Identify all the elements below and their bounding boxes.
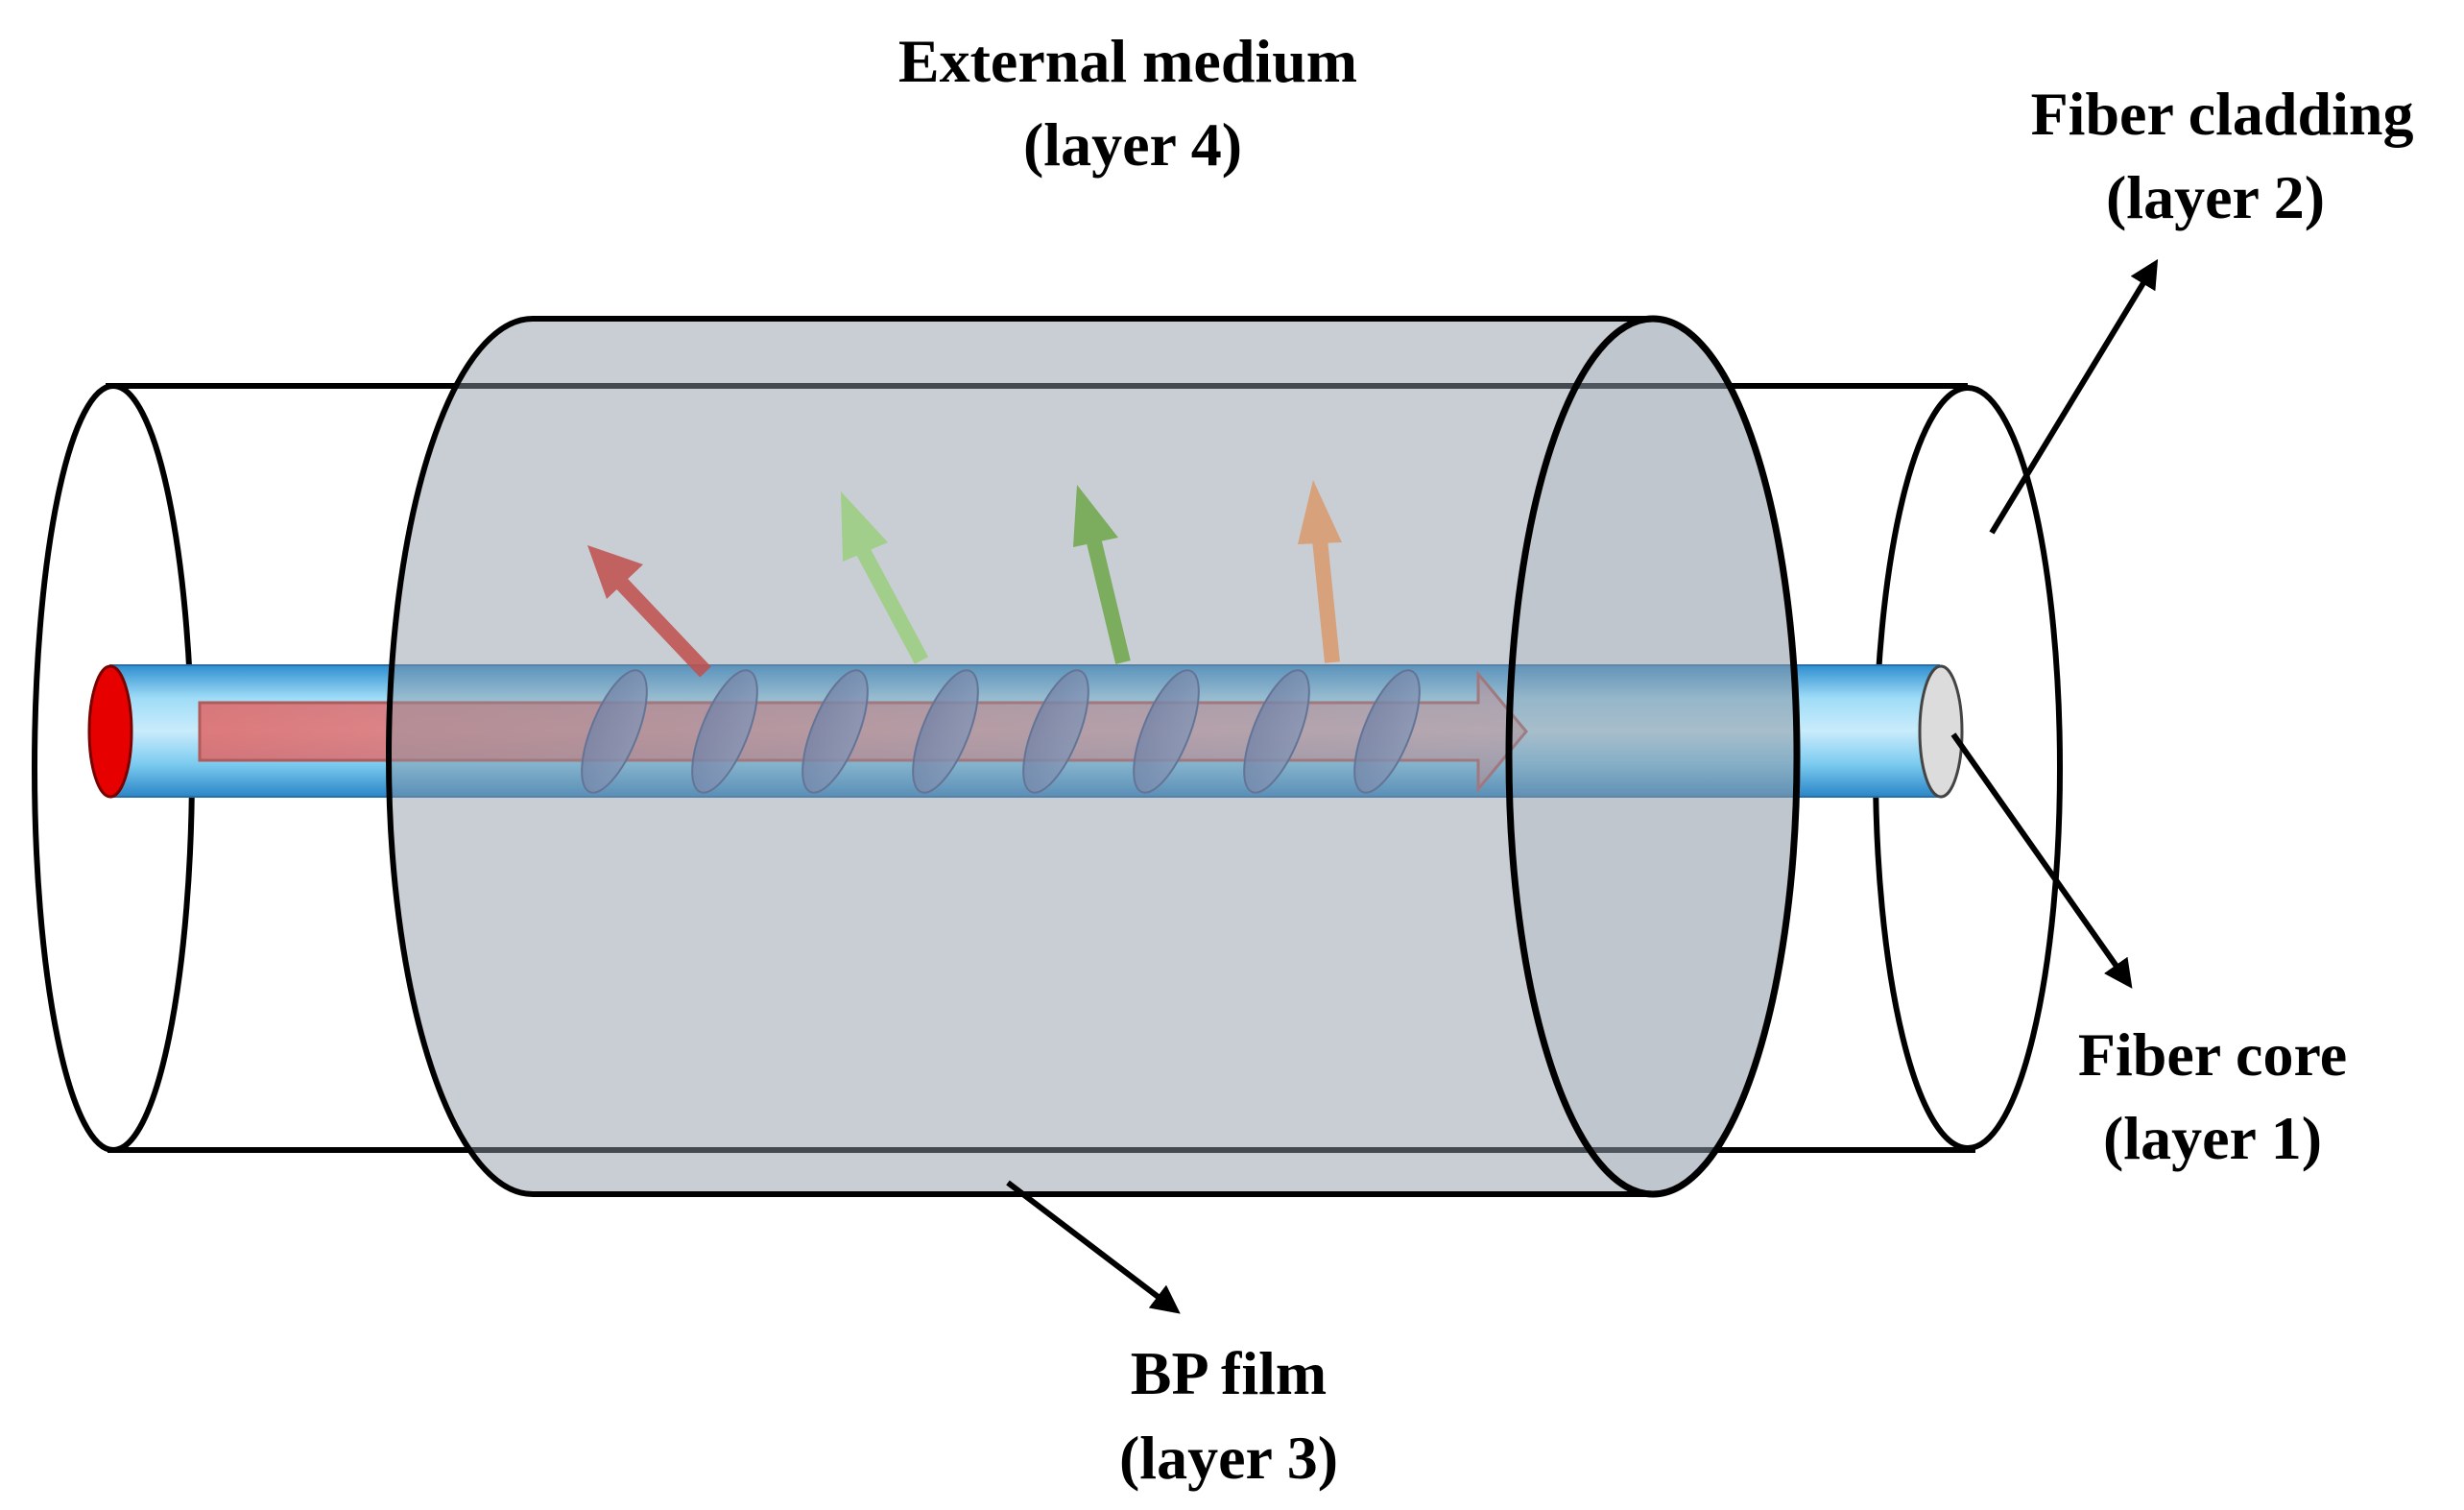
grating-ellipse	[801, 669, 869, 794]
fiber-core-layer: (layer 1)	[2103, 1104, 2322, 1172]
emitted-arrow-4	[1298, 480, 1342, 663]
grating-ellipse	[1353, 669, 1421, 794]
grating-ellipse	[1243, 669, 1310, 794]
bp-film-label: BP film	[1131, 1339, 1327, 1407]
core-right-end	[1918, 664, 1964, 799]
grating-ellipse	[1133, 669, 1200, 794]
emitted-arrow-1	[587, 545, 711, 678]
bp-film-layer: (layer 3)	[1119, 1424, 1338, 1492]
emitted-arrow-3	[1073, 485, 1131, 664]
grating-group	[581, 669, 1421, 794]
core-left-end	[87, 664, 133, 799]
emitted-arrow-2	[841, 491, 929, 664]
cladding-pointer-arrow	[1989, 258, 2159, 535]
external-medium-layer: (layer 4)	[1023, 110, 1242, 179]
fiber-cladding-label: Fiber cladding	[2031, 80, 2414, 148]
grating-ellipse	[912, 669, 979, 794]
grating-ellipse	[581, 669, 648, 794]
grating-ellipse	[1022, 669, 1089, 794]
bp-film-cylinder	[386, 315, 1801, 1198]
grating-ellipse	[691, 669, 758, 794]
bp-film-pointer-arrow	[1006, 1180, 1181, 1314]
film-body	[389, 319, 1797, 1194]
fiber-core-label: Fiber core	[2078, 1020, 2347, 1089]
fiber-cladding-layer: (layer 2)	[2106, 163, 2325, 231]
external-medium-label: External medium	[898, 27, 1357, 95]
film-left-edge	[386, 316, 534, 1197]
core-pointer-arrow	[1950, 732, 2133, 989]
film-right-face	[1505, 315, 1801, 1198]
